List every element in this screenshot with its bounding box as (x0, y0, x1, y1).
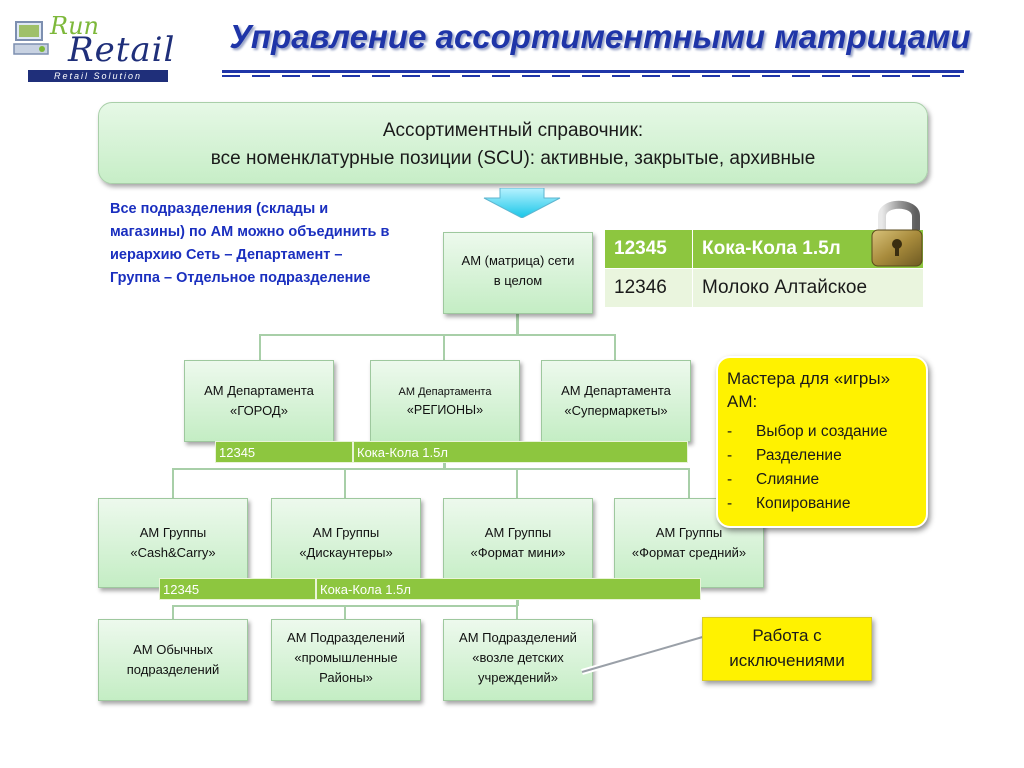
masters-list: -Выбор и создание -Разделение -Слияние -… (727, 420, 888, 516)
title-underline (222, 70, 964, 73)
am-group-box: АМ Группы «Дискаунтеры» (271, 498, 421, 588)
table-row: 12346 Молоко Алтайское (604, 268, 924, 308)
hierarchy-note: Все подразделения (склады и магазины) по… (110, 201, 390, 286)
masters-title: Мастера для «игры» АМ: (727, 369, 891, 411)
list-item: -Слияние (727, 471, 820, 488)
am-unit-box: АМ Обычных подразделений (98, 619, 248, 701)
unit-line3: Районы» (319, 670, 373, 685)
logo-run-text: Run (50, 12, 99, 40)
am-unit-box: АМ Подразделений «промышленные Районы» (271, 619, 421, 701)
connector (259, 334, 261, 360)
department-line2: «ГОРОД» (230, 403, 288, 418)
table-cell-code: 12346 (604, 268, 693, 308)
am-group-box: АМ Группы «Формат средний» (614, 498, 764, 588)
connector (688, 468, 690, 498)
connector (516, 605, 518, 619)
connector (614, 334, 616, 360)
am-network-box: АМ (матрица) сети в целом (443, 232, 593, 314)
list-item: -Копирование (727, 495, 851, 512)
list-item: -Выбор и создание (727, 423, 888, 440)
assortment-row-bar: 12345 Кока-Кола 1.5л (159, 578, 701, 600)
group-line1: АМ Группы (484, 525, 552, 540)
unit-line2: «промышленные (294, 650, 398, 665)
callout-pointer (581, 633, 707, 675)
connector (516, 312, 519, 336)
bar-name: Кока-Кола 1.5л (316, 578, 701, 600)
connector (172, 468, 690, 470)
department-line1: АМ Департамента (561, 383, 671, 398)
connector (344, 605, 346, 619)
connector (443, 334, 445, 360)
reference-line1: Ассортиментный справочник: (382, 120, 644, 141)
am-network-line1: АМ (матрица) сети (461, 253, 575, 268)
group-line1: АМ Группы (312, 525, 380, 540)
bar-code: 12345 (215, 441, 353, 463)
bar-name: Кока-Кола 1.5л (353, 441, 688, 463)
logo-computer-icon (13, 21, 49, 55)
arrow-down-icon (483, 188, 561, 218)
am-group-box: АМ Группы «Формат мини» (443, 498, 593, 588)
title-underline-dashed (222, 75, 964, 77)
exceptions-line1: Работа с (752, 626, 822, 645)
department-line1: АМ Департамента (398, 386, 492, 398)
assortment-reference-box: Ассортиментный справочник: все номенклат… (98, 102, 928, 184)
unit-line2: подразделений (126, 662, 220, 677)
assortment-row-bar: 12345 Кока-Кола 1.5л (215, 441, 688, 463)
logo-tagline: Retail Solution (28, 70, 168, 82)
unit-line1: АМ Обычных (133, 642, 213, 657)
connector (259, 334, 616, 336)
unit-line2: «возле детских (472, 650, 564, 665)
logo-retail-text: Retail (68, 30, 176, 70)
connector (516, 468, 518, 498)
department-line2: «Супермаркеты» (564, 403, 668, 418)
exceptions-line2: исключениями (729, 651, 845, 670)
group-line2: «Cash&Carry» (130, 545, 216, 560)
unit-line3: учреждений» (477, 670, 558, 685)
runretail-logo: Run Retail Retail Solution (12, 8, 176, 82)
connector (344, 468, 346, 498)
table-cell-code: 12345 (604, 229, 693, 269)
department-line1: АМ Департамента (204, 383, 314, 398)
group-line1: АМ Группы (655, 525, 723, 540)
table-cell-name: Молоко Алтайское (692, 268, 924, 308)
connector (172, 605, 174, 619)
group-line1: АМ Группы (139, 525, 207, 540)
group-line2: «Формат средний» (631, 545, 747, 560)
bar-code: 12345 (159, 578, 316, 600)
list-item: -Разделение (727, 447, 842, 464)
am-unit-box: АМ Подразделений «возле детских учрежден… (443, 619, 593, 701)
reference-line2: все номенклатурные позиции (SCU): активн… (210, 148, 816, 169)
am-network-line2: в целом (493, 273, 543, 288)
department-line2: «РЕГИОНЫ» (406, 403, 484, 417)
connector (172, 468, 174, 498)
unit-line1: АМ Подразделений (287, 630, 405, 645)
group-line2: «Формат мини» (470, 545, 566, 560)
page-title: Управление ассортиментными матрицами (229, 18, 971, 55)
am-department-box: АМ Департамента «ГОРОД» (184, 360, 334, 442)
am-department-box: АМ Департамента «Супермаркеты» (541, 360, 691, 442)
lock-icon (871, 200, 923, 267)
group-line2: «Дискаунтеры» (299, 545, 393, 560)
am-department-box: АМ Департамента «РЕГИОНЫ» (370, 360, 520, 442)
am-group-box: АМ Группы «Cash&Carry» (98, 498, 248, 588)
unit-line1: АМ Подразделений (459, 630, 577, 645)
exceptions-box: Работа с исключениями (702, 617, 872, 681)
masters-box: Мастера для «игры» АМ: -Выбор и создание… (716, 356, 928, 528)
